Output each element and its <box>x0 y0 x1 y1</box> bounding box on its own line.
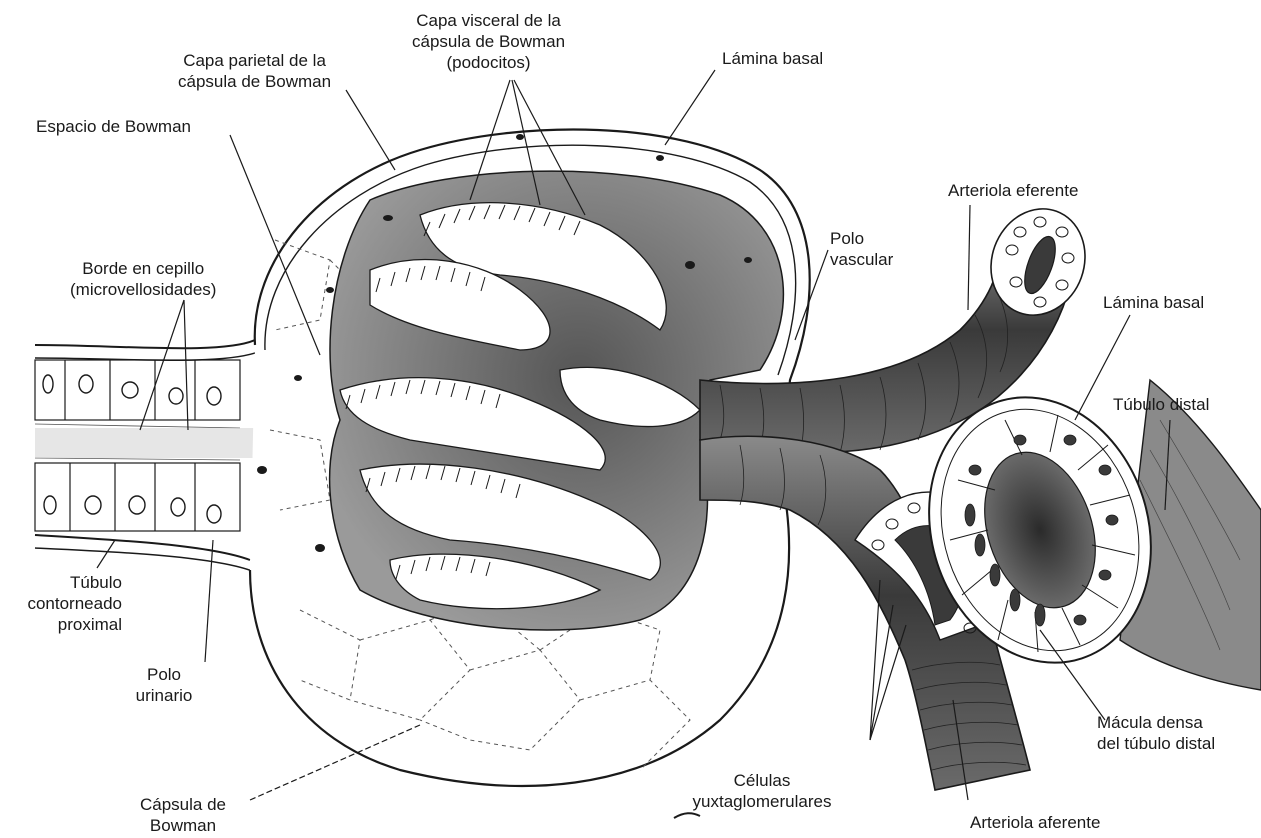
label-polo-urinario: Polo urinario <box>126 664 202 706</box>
label-capa-parietal: Capa parietal de la cápsula de Bowman <box>178 50 331 92</box>
label-capa-visceral-line2: cápsula de Bowman <box>412 31 565 52</box>
label-lamina-basal-right: Lámina basal <box>1103 292 1204 313</box>
label-capa-visceral-line3: (podocitos) <box>412 52 565 73</box>
label-tubulo-contorneado-line2: contorneado <box>2 593 122 614</box>
label-tubulo-contorneado-line1: Túbulo <box>2 572 122 593</box>
label-celulas-yuxta-line1: Células <box>662 770 862 791</box>
label-lamina-basal-top: Lámina basal <box>722 48 823 69</box>
label-macula-densa: Mácula densa del túbulo distal <box>1097 712 1215 754</box>
label-polo-urinario-line1: Polo <box>126 664 202 685</box>
label-capa-parietal-line1: Capa parietal de la <box>178 50 331 71</box>
label-capsula-bowman-line1: Cápsula de <box>118 794 248 815</box>
label-tubulo-contorneado-line3: proximal <box>2 614 122 635</box>
label-polo-vascular-line1: Polo <box>830 228 893 249</box>
label-polo-vascular-line2: vascular <box>830 249 893 270</box>
label-borde-cepillo-line2: (microvellosidades) <box>70 279 216 300</box>
label-capsula-bowman: Cápsula de Bowman <box>118 794 248 836</box>
label-capa-visceral: Capa visceral de la cápsula de Bowman (p… <box>412 10 565 73</box>
label-arteriola-eferente: Arteriola eferente <box>948 180 1078 201</box>
label-polo-urinario-line2: urinario <box>126 685 202 706</box>
label-espacio-bowman: Espacio de Bowman <box>36 116 191 137</box>
label-capa-visceral-line1: Capa visceral de la <box>412 10 565 31</box>
label-celulas-yuxta-line2: yuxtaglomerulares <box>662 791 862 812</box>
label-celulas-yuxta: Células yuxtaglomerulares <box>662 770 862 812</box>
label-capa-parietal-line2: cápsula de Bowman <box>178 71 331 92</box>
proximal-tubule <box>35 340 258 572</box>
label-tubulo-distal: Túbulo distal <box>1113 394 1209 415</box>
label-borde-cepillo: Borde en cepillo (microvellosidades) <box>70 258 216 300</box>
handwritten-underline-mark <box>674 813 700 818</box>
label-tubulo-contorneado: Túbulo contorneado proximal <box>2 572 122 635</box>
label-polo-vascular: Polo vascular <box>830 228 893 270</box>
label-macula-densa-line2: del túbulo distal <box>1097 733 1215 754</box>
label-capsula-bowman-line2: Bowman <box>118 815 248 836</box>
label-borde-cepillo-line1: Borde en cepillo <box>70 258 216 279</box>
label-macula-densa-line1: Mácula densa <box>1097 712 1215 733</box>
label-arteriola-aferente: Arteriola aferente <box>970 812 1100 833</box>
